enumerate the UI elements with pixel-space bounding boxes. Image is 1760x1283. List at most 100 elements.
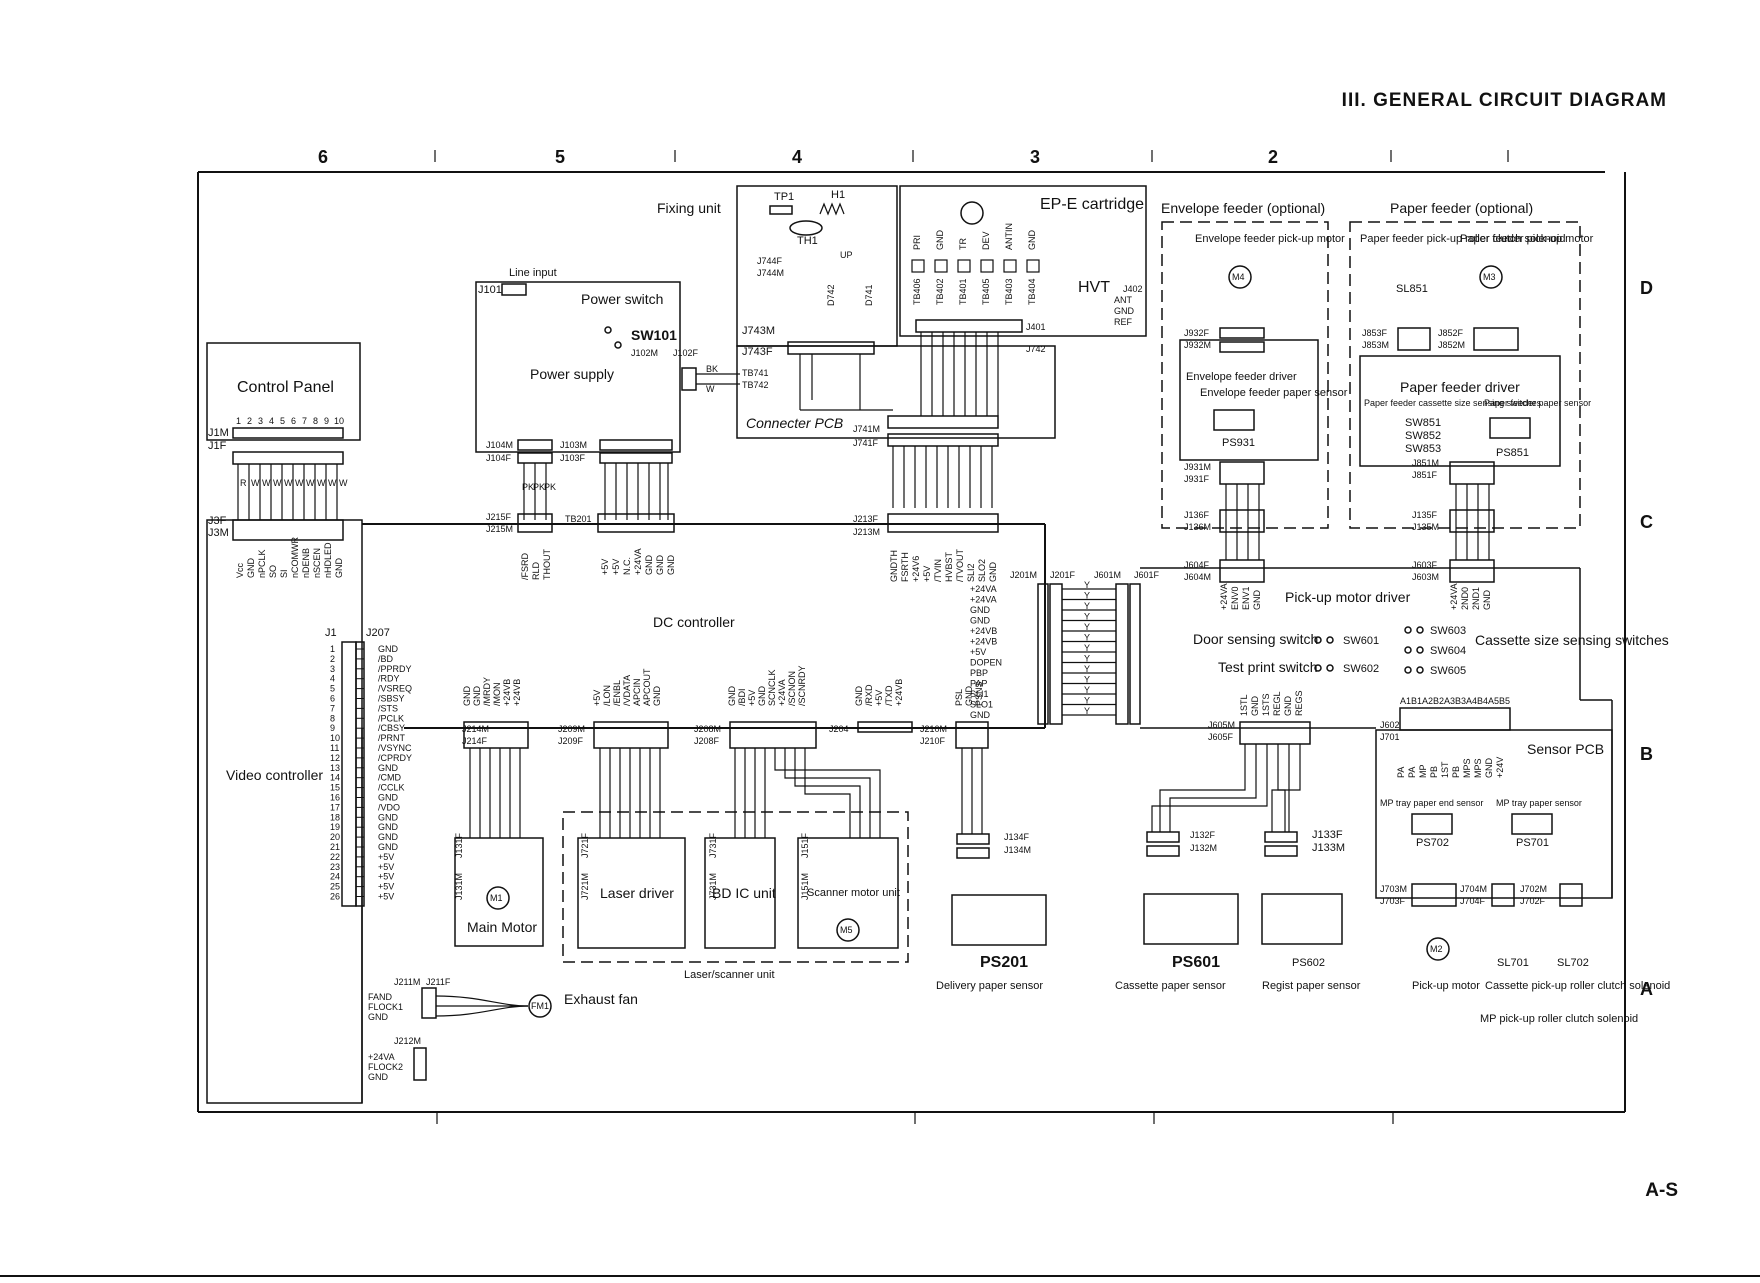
dc-controller-label: DC controller <box>653 614 735 630</box>
svg-text:THOUT: THOUT <box>542 549 552 580</box>
j207-pin-number: 10 <box>330 733 340 743</box>
svg-text:+5V: +5V <box>600 559 610 575</box>
svg-text:2ND0: 2ND0 <box>1460 587 1470 610</box>
svg-text:nPCLK: nPCLK <box>257 549 267 578</box>
svg-text:+24VA: +24VA <box>633 548 643 575</box>
switches: Door sensing switch SW601 Test print swi… <box>1193 625 1669 677</box>
j207-signal: +5V <box>378 872 394 882</box>
svg-text:J932M: J932M <box>1184 340 1211 350</box>
svg-text:+5V: +5V <box>922 566 932 582</box>
j201-signal: +24VB <box>970 637 997 647</box>
svg-text:nCOMWR: nCOMWR <box>290 537 300 578</box>
dc-signal: GND <box>854 686 864 707</box>
j207-signal: /VDO <box>378 802 400 812</box>
bus-wire-color: Y <box>1084 591 1090 601</box>
j201-signal: GND <box>970 605 991 615</box>
svg-text:Paper feeder paper sensor: Paper feeder paper sensor <box>1484 398 1591 408</box>
svg-text:Sensor PCB: Sensor PCB <box>1527 741 1604 757</box>
zone-c: C <box>1640 512 1653 532</box>
j207-signal: GND <box>378 842 399 852</box>
svg-text:J742: J742 <box>1026 344 1046 354</box>
envelope-feeder: Envelope feeder (optional) Envelope feed… <box>1161 200 1348 610</box>
dc-signal: GND <box>727 686 737 707</box>
svg-text:J851F: J851F <box>1412 470 1438 480</box>
svg-text:W: W <box>273 478 282 488</box>
svg-text:H1: H1 <box>831 189 845 201</box>
svg-text:J852F: J852F <box>1438 328 1464 338</box>
svg-text:J605M: J605M <box>1208 720 1235 730</box>
svg-text:J741M: J741M <box>853 424 880 434</box>
svg-text:SW852: SW852 <box>1405 430 1441 442</box>
j207-signal: GND <box>378 644 399 654</box>
dc-signal: GND <box>472 686 482 707</box>
ps601-cassette-sensor: J132F J132M PS601 Cassette paper sensor <box>1115 830 1239 992</box>
svg-text:D741: D741 <box>864 284 874 306</box>
svg-text:RLD: RLD <box>531 561 541 580</box>
svg-text:6: 6 <box>291 416 296 426</box>
zone-3: 3 <box>1030 147 1040 167</box>
bus-wire-color: Y <box>1084 664 1090 674</box>
svg-text:HVBST: HVBST <box>944 551 954 582</box>
svg-text:+5V: +5V <box>611 559 621 575</box>
svg-text:W: W <box>251 478 260 488</box>
dc-signal: /ENBL <box>612 680 622 706</box>
svg-text:J932F: J932F <box>1184 328 1210 338</box>
svg-text:SW605: SW605 <box>1430 665 1466 677</box>
svg-text:J102M: J102M <box>631 348 658 358</box>
svg-text:DEV: DEV <box>981 231 991 250</box>
dc-signal: /SCNON <box>787 671 797 706</box>
svg-text:J931M: J931M <box>1184 462 1211 472</box>
svg-text:REGL: REGL <box>1272 691 1282 716</box>
svg-text:J853F: J853F <box>1362 328 1388 338</box>
dc-signal: +24VB <box>512 679 522 706</box>
svg-text:J207: J207 <box>366 627 390 639</box>
dc-signal: /VDATA <box>622 675 632 706</box>
svg-text:J703M: J703M <box>1380 884 1407 894</box>
svg-text:J134F: J134F <box>1004 832 1030 842</box>
j201-signal: +24VB <box>970 626 997 636</box>
paper-feeder: Paper feeder (optional) Paper feeder pic… <box>1349 200 1594 610</box>
j207-pin-number: 22 <box>330 852 340 862</box>
power-supply: Line input J101 Power switch SW101 Power… <box>475 267 769 580</box>
j201-signal: +24VA <box>970 584 997 594</box>
fixing-unit: Fixing unit TP1 H1 TH1 J744F J744M UP D7… <box>657 185 898 358</box>
svg-text:J601F: J601F <box>1134 570 1160 580</box>
j207-signal: /CMD <box>378 773 401 783</box>
dc-signal: GND <box>652 686 662 707</box>
video-controller: Video controller J1 J207 <box>206 519 390 1104</box>
j207-pin-number: 13 <box>330 763 340 773</box>
svg-text:W: W <box>295 478 304 488</box>
svg-text:Line input: Line input <box>509 267 557 279</box>
svg-text:Cassette size sensing switches: Cassette size sensing switches <box>1475 632 1669 648</box>
dc-signal: /RXD <box>864 684 874 706</box>
svg-text:J743F: J743F <box>742 346 773 358</box>
bus-wire-color: Y <box>1084 580 1090 590</box>
j602-pin: B3 <box>1455 696 1466 706</box>
svg-text:J215M: J215M <box>486 524 513 534</box>
svg-text:J132F: J132F <box>1190 830 1216 840</box>
svg-text:J704M: J704M <box>1460 884 1487 894</box>
svg-text:SL701: SL701 <box>1497 957 1529 969</box>
bus-wire-color: Y <box>1084 696 1090 706</box>
svg-text:nHDLED: nHDLED <box>323 542 333 578</box>
svg-text:J602: J602 <box>1380 720 1400 730</box>
svg-text:R: R <box>240 478 247 488</box>
svg-text:Paper feeder cassette size sen: Paper feeder cassette size sensing switc… <box>1364 398 1542 408</box>
j207-pin-number: 25 <box>330 882 340 892</box>
svg-text:J131F: J131F <box>454 832 464 858</box>
svg-text:J212M: J212M <box>394 1036 421 1046</box>
dc-controller: DC controller <box>361 523 1046 1103</box>
bus-wire-color: Y <box>1084 601 1090 611</box>
j207-signal: /RDY <box>378 674 400 684</box>
svg-text:J134M: J134M <box>1004 845 1031 855</box>
svg-text:ANTIN: ANTIN <box>1004 223 1014 250</box>
svg-text:M1: M1 <box>490 893 503 903</box>
cassette-caption: Cassette paper sensor <box>1115 980 1226 992</box>
svg-text:J201M: J201M <box>1010 570 1037 580</box>
svg-text:J210F: J210F <box>920 736 946 746</box>
svg-text:J604F: J604F <box>1184 560 1210 570</box>
sensor-signal: MPS <box>1462 758 1472 778</box>
dc-signal: /TXD <box>884 685 894 706</box>
